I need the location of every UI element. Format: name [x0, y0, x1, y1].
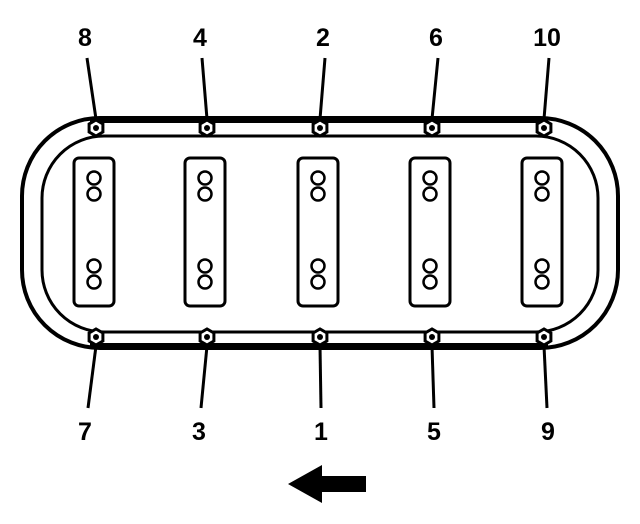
bearing-cap-hole — [310, 170, 326, 186]
bearing-cap-hole — [422, 186, 438, 202]
bolt-center-top — [429, 125, 435, 131]
bearing-cap-hole — [534, 186, 550, 202]
outer-gasket-outline — [20, 116, 620, 350]
bolt-number-bottom-5: 9 — [541, 418, 555, 446]
bolt-center-bottom — [93, 334, 99, 340]
leader-line-bottom — [542, 345, 549, 409]
bolt-number-top-5: 10 — [533, 24, 561, 52]
bearing-cap-hole — [422, 258, 438, 274]
bearing-cap-block — [296, 156, 340, 308]
bolt-number-top-3: 2 — [316, 24, 330, 52]
leader-line-bottom — [430, 345, 436, 409]
inner-gasket-outline — [40, 134, 600, 334]
bearing-cap-hole — [197, 274, 213, 290]
bolt-center-top — [93, 125, 99, 131]
bolt-center-bottom — [204, 334, 210, 340]
leader-line-bottom — [86, 345, 98, 409]
bolt-center-bottom — [317, 334, 323, 340]
bearing-cap-block — [72, 156, 116, 308]
bearing-cap-block — [408, 156, 452, 308]
bearing-cap-hole — [86, 170, 102, 186]
bolt-center-bottom — [429, 334, 435, 340]
bolt-number-top-4: 6 — [429, 24, 443, 52]
bearing-cap-hole — [534, 258, 550, 274]
leader-line-top — [318, 57, 327, 120]
bolt-number-top-2: 4 — [193, 24, 207, 52]
bearing-cap-block — [520, 156, 564, 308]
bolt-center-top — [541, 125, 547, 131]
bearing-cap-hole — [310, 274, 326, 290]
leader-lines — [85, 57, 551, 409]
bearing-cap-hole — [422, 170, 438, 186]
bearing-cap-hole — [534, 274, 550, 290]
bearing-cap-hole — [310, 258, 326, 274]
bolt-number-bottom-3: 1 — [314, 418, 328, 446]
bolt-number-bottom-2: 3 — [192, 418, 206, 446]
bearing-cap-hole — [86, 258, 102, 274]
bearing-caps — [72, 156, 564, 308]
leader-line-top — [85, 57, 98, 120]
bolt-center-bottom — [541, 334, 547, 340]
bearing-cap-hole — [86, 186, 102, 202]
arrow-left-icon — [288, 465, 366, 503]
leader-line-top — [430, 57, 440, 120]
bolt-center-top — [317, 125, 323, 131]
bearing-cap-hole — [86, 274, 102, 290]
bearing-cap-hole — [310, 186, 326, 202]
leader-line-bottom — [318, 345, 323, 409]
bolts — [87, 118, 553, 347]
bolt-number-bottom-1: 7 — [78, 418, 92, 446]
bearing-cap-hole — [197, 186, 213, 202]
bolt-number-top-1: 8 — [78, 24, 92, 52]
bearing-cap-block — [183, 156, 227, 308]
leader-line-top — [200, 57, 209, 120]
bearing-cap-hole — [534, 170, 550, 186]
bolt-number-bottom-4: 5 — [427, 418, 441, 446]
bearing-cap-hole — [197, 170, 213, 186]
leader-line-bottom — [199, 345, 209, 409]
bearing-cap-hole — [197, 258, 213, 274]
bearing-cap-hole — [422, 274, 438, 290]
bolt-center-top — [204, 125, 210, 131]
leader-line-top — [542, 57, 551, 120]
